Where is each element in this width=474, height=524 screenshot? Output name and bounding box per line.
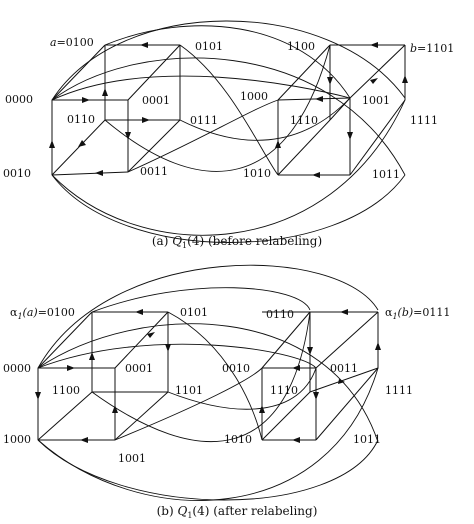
label-a-1111: 1111 — [410, 114, 438, 127]
diagram-b: α1(a)=0100 0101 0110 α1(b)=0111 0000 000… — [3, 264, 450, 520]
label-a-0010: 0010 — [3, 167, 31, 180]
diagram-a: a=0100 0101 1100 b=1101 0000 0001 0110 0… — [3, 20, 454, 250]
caption-a: (a) Q1(4) (before relabeling) — [152, 234, 322, 250]
label-b-0000: 0000 — [3, 362, 31, 375]
label-a-0111: 0111 — [190, 114, 218, 127]
label-b-1110: 1110 — [270, 384, 298, 397]
label-a-1110: 1110 — [290, 114, 318, 127]
label-a-0001: 0001 — [142, 94, 170, 107]
label-b-1011: 1011 — [353, 433, 381, 446]
label-a-node-a: a=0100 — [50, 36, 94, 49]
label-b-1001: 1001 — [118, 452, 146, 465]
label-b-alpha-b: α1(b)=0111 — [385, 306, 450, 321]
label-b-1100: 1100 — [52, 384, 80, 397]
diagram-b-left-cube — [35, 309, 171, 443]
label-a-1010: 1010 — [243, 167, 271, 180]
label-b-1101: 1101 — [175, 384, 203, 397]
label-a-0011: 0011 — [140, 165, 168, 178]
label-b-0011: 0011 — [330, 362, 358, 375]
label-b-1111: 1111 — [385, 384, 413, 397]
label-a-0101: 0101 — [195, 40, 223, 53]
diagram-a-right-cube — [275, 42, 408, 178]
label-a-1100: 1100 — [287, 40, 315, 53]
label-a-node-b: b=1101 — [410, 42, 454, 55]
label-b-0001: 0001 — [125, 362, 153, 375]
label-a-1011: 1011 — [372, 168, 400, 181]
label-b-alpha-a: α1(a)=0100 — [10, 306, 75, 321]
label-b-0010: 0010 — [222, 362, 250, 375]
diagram-a-left-cube — [49, 42, 181, 176]
label-b-1010: 1010 — [224, 433, 252, 446]
label-b-1000: 1000 — [3, 433, 31, 446]
diagram-b-right-cube — [259, 309, 381, 443]
label-a-1000: 1000 — [240, 90, 268, 103]
diagram-a-arcs — [51, 20, 406, 243]
caption-b: (b) Q1(4) (after relabeling) — [157, 504, 318, 520]
diagram-b-arcs — [37, 264, 379, 501]
label-a-1001: 1001 — [362, 94, 390, 107]
label-a-0110: 0110 — [67, 113, 95, 126]
label-b-0110: 0110 — [266, 308, 294, 321]
label-b-0101: 0101 — [180, 306, 208, 319]
label-a-0000: 0000 — [5, 93, 33, 106]
